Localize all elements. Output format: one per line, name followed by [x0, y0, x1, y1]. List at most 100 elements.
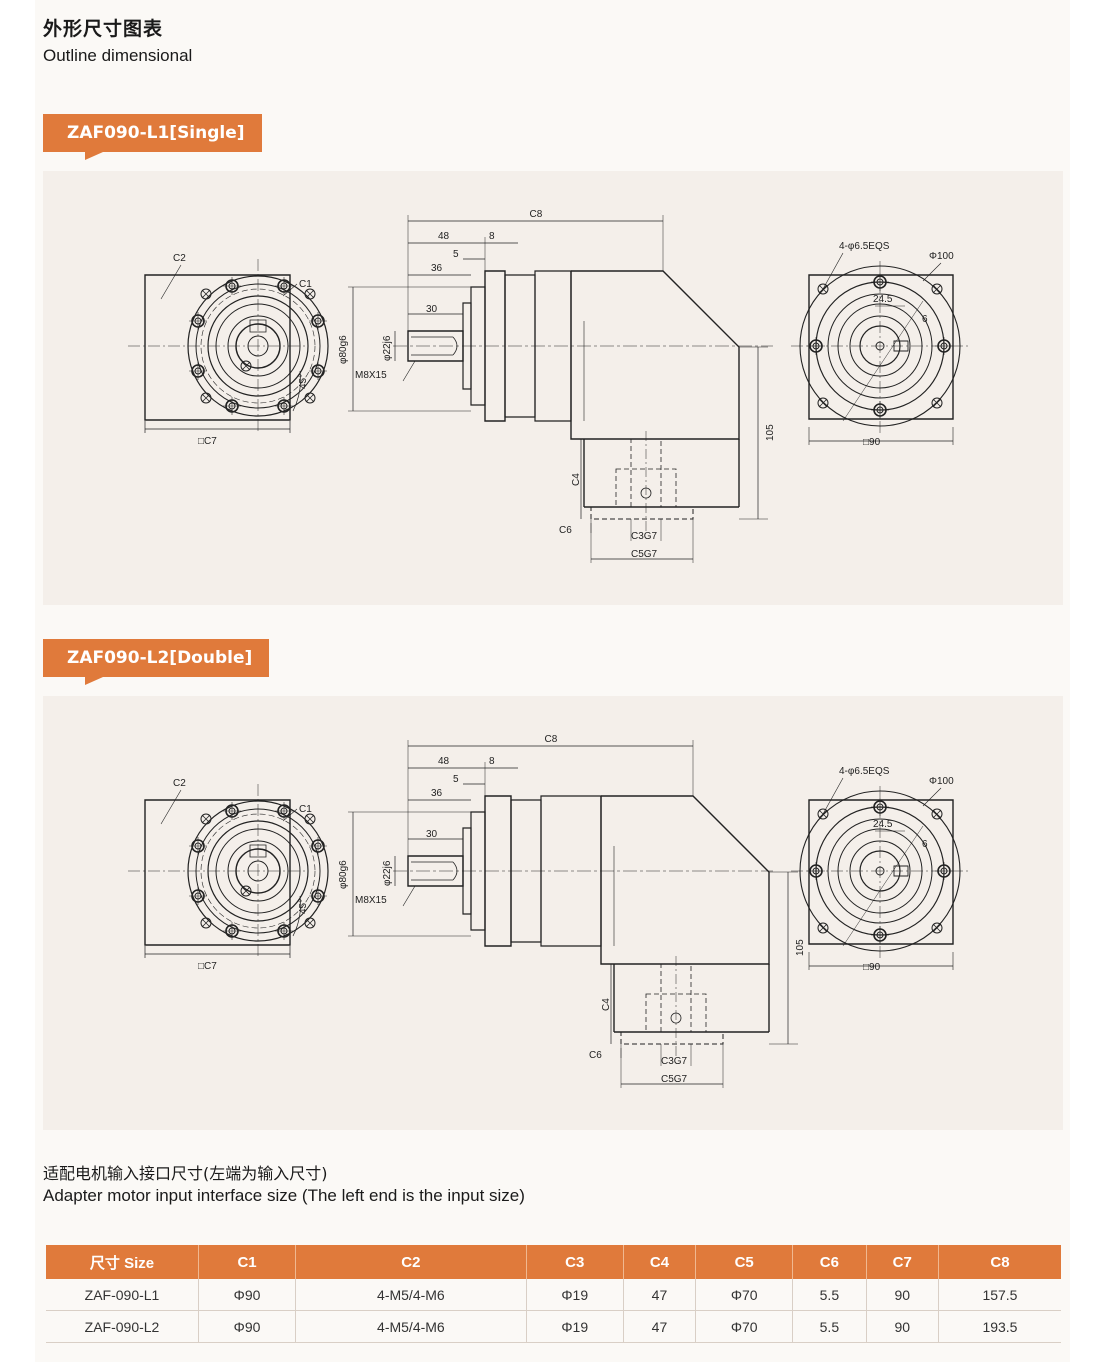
page-title-en: Outline dimensional	[43, 46, 193, 65]
dim-holes: 4-φ6.5EQS	[839, 766, 890, 777]
table-cell: Φ90	[197, 1279, 296, 1311]
table-cell: 90	[865, 1279, 939, 1311]
drawing-rect	[894, 866, 908, 876]
table-row: ZAF-090-L2 Φ90 4-M5/4-M6 Φ19 47 Φ70 5.5 …	[46, 1310, 1061, 1343]
dim-c6: C6	[559, 525, 572, 536]
drawing-line	[843, 301, 923, 421]
drawing-circle	[932, 809, 942, 819]
dim-c4: C4	[571, 473, 582, 486]
drawing-line	[403, 361, 415, 381]
page-title-zh: 外形尺寸图表	[43, 18, 164, 40]
drawing-line	[823, 778, 843, 814]
drawing-line	[306, 919, 314, 927]
drawing-line	[933, 924, 941, 932]
adapter-title-zh: 适配电机输入接口尺寸(左端为输入尺寸)	[43, 1164, 328, 1183]
table-cell: 47	[622, 1279, 696, 1311]
drawing-line	[933, 399, 941, 407]
col-header: C6	[792, 1245, 867, 1279]
table-cell: 47	[622, 1310, 696, 1343]
drawing-rect	[145, 800, 290, 945]
gear-body	[571, 271, 739, 439]
dim-30: 30	[426, 829, 438, 840]
drawing-line	[242, 887, 250, 895]
drawing-line	[933, 810, 941, 818]
angle-arc	[293, 896, 301, 936]
drawing-line	[933, 285, 941, 293]
dim-c6: C6	[589, 1050, 602, 1061]
dim-5: 5	[453, 249, 459, 260]
drawing-circle	[201, 289, 211, 299]
dim-5: 5	[453, 774, 459, 785]
drawing-circle	[932, 398, 942, 408]
table-cell: 5.5	[792, 1279, 867, 1311]
dim-c3: C3G7	[661, 1056, 688, 1067]
table-cell: Φ70	[695, 1279, 793, 1311]
drawing-circle	[305, 814, 315, 824]
dim-c4: C4	[601, 998, 612, 1011]
angle-arc	[293, 371, 301, 411]
dim-8: 8	[489, 756, 495, 767]
drawing-rect	[809, 275, 953, 419]
table-cell: 5.5	[792, 1310, 867, 1343]
drawing-circle	[305, 918, 315, 928]
drawing-circle	[305, 289, 315, 299]
dim-105: 105	[765, 424, 776, 441]
drawing-line	[819, 924, 827, 932]
table-cell: 157.5	[937, 1279, 1061, 1311]
table-cell: 90	[865, 1310, 939, 1343]
dim-c5: C5G7	[631, 549, 658, 560]
dim-holes: 4-φ6.5EQS	[839, 241, 890, 252]
dim-36: 36	[431, 263, 443, 274]
drawing-rect	[250, 320, 266, 332]
dim-48: 48	[438, 231, 450, 242]
drawing-circle	[305, 393, 315, 403]
drawing-rect	[894, 341, 908, 351]
dim-c2: C2	[173, 778, 186, 789]
dim-c1: C1	[299, 279, 312, 290]
dim-sq90: □90	[863, 962, 881, 973]
drawing-line	[202, 815, 210, 823]
dim-key24: 24.5	[873, 819, 893, 830]
dim-48: 48	[438, 756, 450, 767]
col-header: C4	[622, 1245, 696, 1279]
dim-key24: 24.5	[873, 294, 893, 305]
drawing-line	[161, 790, 181, 824]
gear-body	[601, 796, 769, 964]
col-header: C2	[295, 1245, 527, 1279]
col-header: C3	[525, 1245, 624, 1279]
drawing-circle	[201, 289, 315, 403]
drawing-rect	[621, 1032, 723, 1044]
table-cell: 4-M5/4-M6	[295, 1310, 527, 1343]
drawing-circle	[932, 284, 942, 294]
drawing-circle	[818, 923, 828, 933]
dim-angle: 45°	[298, 374, 309, 389]
col-header: C5	[695, 1245, 793, 1279]
drawing-line	[819, 399, 827, 407]
table-cell: ZAF-090-L2	[46, 1310, 199, 1343]
dim-105: 105	[795, 939, 806, 956]
drawing-line	[283, 809, 297, 821]
dim-c8: C8	[545, 734, 558, 745]
drawing-circle	[818, 398, 828, 408]
key-end	[453, 862, 457, 880]
drawing-circle	[932, 923, 942, 933]
drawing-line	[403, 886, 415, 906]
dim-key6: 6	[922, 314, 928, 325]
drawing-line	[306, 394, 314, 402]
drawing-line	[283, 284, 297, 296]
drawing-circle	[201, 814, 315, 928]
col-header: C1	[197, 1245, 296, 1279]
drawing-line	[843, 826, 923, 946]
dim-key6: 6	[922, 839, 928, 850]
drawing-line	[202, 394, 210, 402]
drawing-rect	[145, 275, 290, 420]
dim-pilot: φ80g6	[338, 860, 349, 889]
dim-c8: C8	[530, 209, 543, 220]
drawing-circle	[818, 809, 828, 819]
key-end	[453, 337, 457, 355]
dim-36: 36	[431, 788, 443, 799]
drawing-line	[202, 290, 210, 298]
